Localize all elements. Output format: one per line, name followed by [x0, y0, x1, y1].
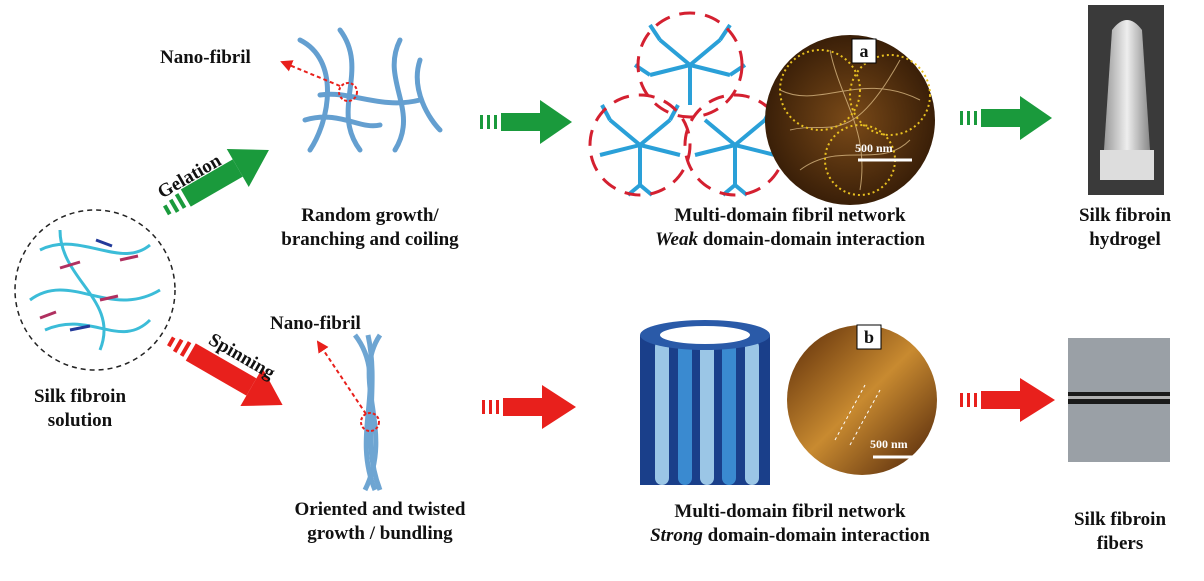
- caption-line: growth / bundling: [307, 523, 453, 544]
- green-arrow-2: [960, 96, 1052, 140]
- caption-line: Silk fibroin: [1078, 205, 1172, 226]
- nano-fibril-label-top: Nano-fibril: [160, 47, 251, 68]
- hydrogel-caption: Silk fibroin hydrogel: [1060, 204, 1190, 252]
- panel-a-label: a: [859, 41, 869, 61]
- hydrogel-tube-photo: [1088, 5, 1164, 195]
- gelation-arrow: [163, 148, 269, 216]
- caption-line: Strong domain-domain interaction: [610, 524, 970, 548]
- caption-line: Silk fibroin: [33, 386, 127, 407]
- weak-network-caption: Multi-domain fibril network Weak domain-…: [620, 204, 960, 252]
- caption-line: Silk fibroin: [1073, 509, 1167, 530]
- red-arrow-2: [960, 378, 1055, 422]
- emphasis: Strong: [650, 525, 703, 546]
- random-growth-caption: Random growth/ branching and coiling: [270, 204, 470, 252]
- oriented-growth-caption: Oriented and twisted growth / bundling: [260, 498, 500, 546]
- panel-b-label: b: [863, 327, 874, 347]
- afm-image-a: [765, 35, 935, 205]
- caption-line: Random growth/: [301, 205, 439, 226]
- random-fibrils: [297, 27, 443, 153]
- afm-image-b: [787, 324, 937, 475]
- caption-line: fibers: [1096, 533, 1144, 554]
- bundled-cylinder: [640, 320, 770, 485]
- caption-line: Weak domain-domain interaction: [620, 228, 960, 252]
- caption-line: hydrogel: [1089, 229, 1161, 250]
- nano-fibril-label-bottom: Nano-fibril: [270, 313, 361, 334]
- green-arrow-1: [480, 100, 572, 144]
- caption-line: Oriented and twisted: [294, 499, 466, 520]
- twisted-fibrils: [353, 333, 383, 492]
- solution-caption: Silk fibroin solution: [10, 385, 150, 433]
- caption-line: Multi-domain fibril network: [674, 205, 906, 226]
- caption-rest: domain-domain interaction: [702, 525, 930, 546]
- scale-bar-b: 500 nm: [870, 437, 908, 451]
- spinning-arrow: [167, 336, 283, 407]
- fibers-photo: [1068, 338, 1170, 462]
- caption-rest: domain-domain interaction: [697, 229, 925, 250]
- caption-line: Multi-domain fibril network: [674, 501, 906, 522]
- dendritic-domains: [588, 11, 787, 197]
- emphasis: Weak: [655, 229, 698, 250]
- caption-line: solution: [47, 410, 113, 431]
- fibers-caption: Silk fibroin fibers: [1055, 508, 1185, 556]
- red-arrow-1: [482, 385, 576, 429]
- scale-bar-a: 500 nm: [855, 141, 893, 155]
- strong-network-caption: Multi-domain fibril network Strong domai…: [610, 500, 970, 548]
- caption-line: branching and coiling: [281, 229, 459, 250]
- silk-solution-illustration: [14, 209, 176, 371]
